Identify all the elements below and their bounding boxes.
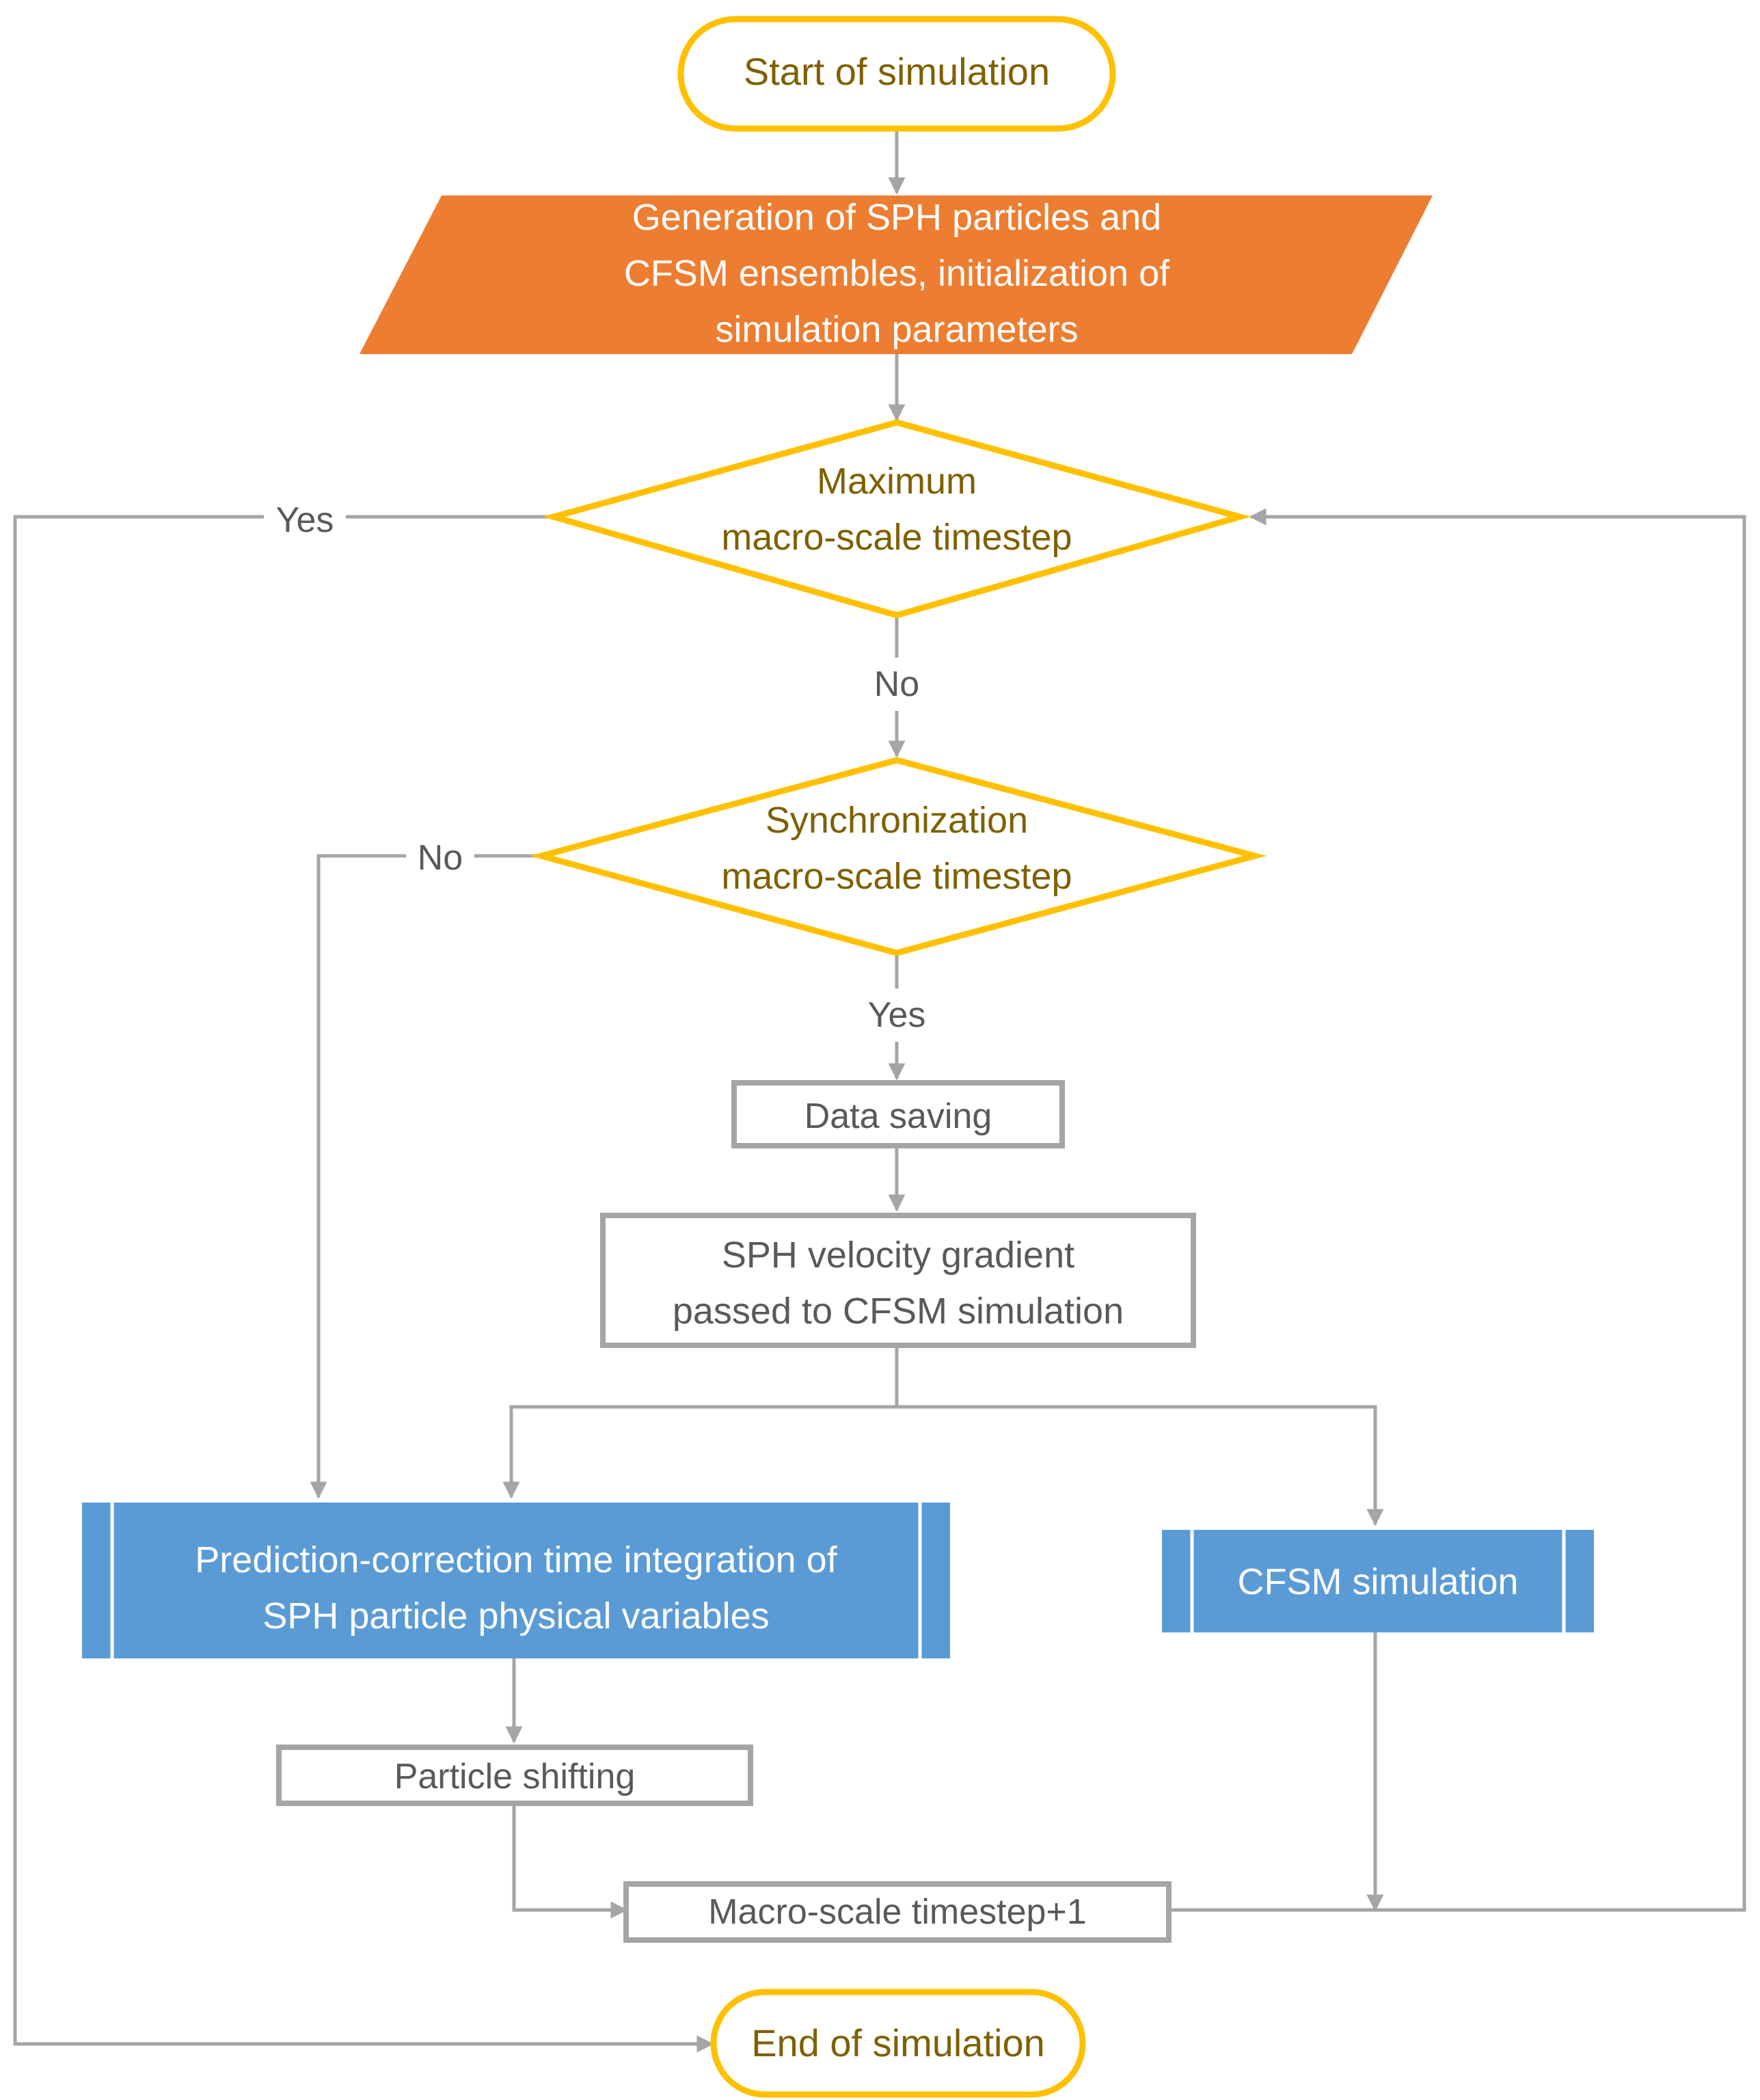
max-timestep-line-1: Maximum (817, 461, 977, 502)
timestep-increment-label: Macro-scale timestep+1 (708, 1892, 1086, 1932)
prediction-correction-process: Prediction-correction time integration o… (82, 1503, 950, 1658)
sync-timestep-decision: Synchronization macro-scale timestep (529, 757, 1267, 956)
max-timestep-line-2: macro-scale timestep (721, 517, 1072, 558)
velocity-gradient-line-1: SPH velocity gradient (722, 1235, 1074, 1276)
data-saving-box: Data saving (731, 1080, 1065, 1148)
start-label: Start of simulation (744, 50, 1050, 93)
connector-shifting-to-increment (512, 1802, 628, 1919)
data-saving-label: Data saving (804, 1096, 992, 1136)
connector-sync-no-to-prediction (310, 854, 537, 1499)
timestep-increment-box: Macro-scale timestep+1 (623, 1881, 1172, 1943)
edge-label-max-no: No (874, 664, 919, 704)
edge-label-sync-yes: Yes (868, 995, 926, 1035)
particle-shifting-box: Particle shifting (276, 1745, 753, 1806)
generation-line-1: Generation of SPH particles and (632, 197, 1161, 238)
prediction-correction-line-1: Prediction-correction time integration o… (195, 1539, 837, 1580)
end-terminal: End of simulation (710, 1989, 1086, 2098)
edge-label-sync-no: No (418, 838, 463, 878)
velocity-gradient-box: SPH velocity gradient passed to CFSM sim… (600, 1213, 1196, 1348)
start-terminal: Start of simulation (677, 16, 1116, 132)
velocity-gradient-line-2: passed to CFSM simulation (673, 1291, 1124, 1332)
edge-label-max-yes: Yes (276, 500, 334, 540)
max-timestep-decision: Maximum macro-scale timestep (542, 419, 1251, 619)
connector-increment-loop-to-max (1169, 508, 1746, 1912)
generation-input: Generation of SPH particles and CFSM ens… (360, 196, 1433, 354)
sync-timestep-line-1: Synchronization (766, 800, 1028, 841)
particle-shifting-label: Particle shifting (394, 1757, 636, 1796)
connector-gradient-split (502, 1345, 899, 1499)
end-label: End of simulation (751, 2021, 1045, 2064)
cfsm-simulation-label: CFSM simulation (1237, 1561, 1518, 1602)
connector-gradient-to-cfsm (897, 1405, 1384, 1526)
prediction-correction-line-2: SPH particle physical variables (262, 1596, 769, 1637)
generation-line-3: simulation parameters (715, 309, 1078, 350)
sync-timestep-line-2: macro-scale timestep (721, 856, 1072, 897)
cfsm-simulation-process: CFSM simulation (1162, 1530, 1594, 1632)
generation-line-2: CFSM ensembles, initialization of (624, 253, 1170, 294)
